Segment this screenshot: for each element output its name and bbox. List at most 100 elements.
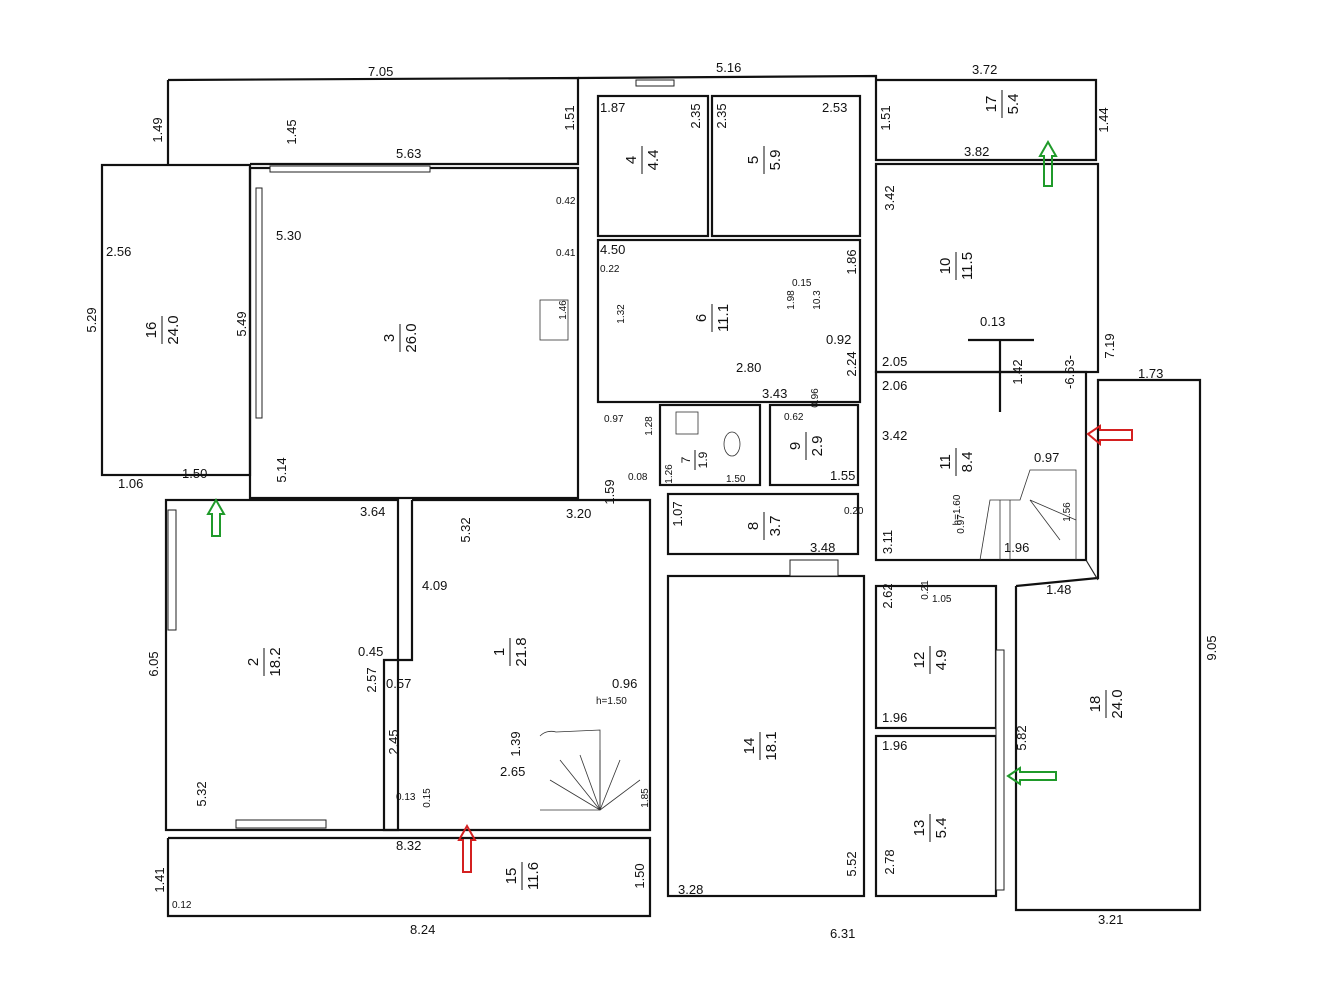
svg-text:18.1: 18.1 [763, 731, 780, 760]
dim-label: 5.63 [396, 146, 421, 161]
svg-text:3: 3 [381, 334, 398, 342]
dim-label: 2.56 [106, 244, 131, 259]
svg-text:17: 17 [983, 96, 1000, 113]
dim-label: 2.80 [736, 360, 761, 375]
green-arrow-icon [206, 497, 226, 537]
dim-label: 1.28 [644, 416, 655, 436]
dim-label: 4.09 [422, 578, 447, 593]
svg-text:11.5: 11.5 [959, 252, 976, 280]
green-arrow-icon [1006, 766, 1057, 786]
dim-label: -6.63- [1062, 355, 1077, 389]
svg-text:16: 16 [143, 322, 160, 339]
svg-text:8.4: 8.4 [959, 452, 976, 473]
dim-label: 5.29 [84, 307, 99, 332]
room-label-11: 11 8.4 [937, 448, 976, 476]
svg-text:3.7: 3.7 [767, 516, 784, 537]
dim-label: 3.20 [566, 506, 591, 521]
room-label-14: 14 18.1 [741, 731, 780, 760]
dim-label: 3.48 [810, 540, 835, 555]
dim-label: 0.12 [172, 900, 192, 911]
dim-label: 1.98 [786, 290, 797, 310]
room-label-6: 6 11.1 [693, 304, 732, 332]
dim-label: 0.45 [358, 644, 383, 659]
dim-label: 0.62 [784, 412, 804, 423]
svg-text:18.2: 18.2 [267, 647, 284, 676]
room-label-17: 17 5.4 [983, 90, 1022, 118]
svg-text:11: 11 [937, 454, 954, 470]
room-label-15: 15 11.6 [503, 862, 542, 890]
dim-label: 5.30 [276, 228, 301, 243]
svg-text:2.9: 2.9 [809, 436, 826, 457]
dim-label: 8.32 [396, 838, 421, 853]
dim-label: 1.51 [562, 105, 577, 130]
dim-label: 1.96 [1004, 540, 1029, 555]
dim-label: 5.49 [234, 311, 249, 336]
dim-label: 1.46 [558, 300, 569, 320]
dim-label: 0.22 [600, 264, 620, 275]
room-label-12: 12 4.9 [911, 646, 950, 674]
svg-text:14: 14 [741, 738, 758, 755]
room-label-4: 4 4.4 [623, 146, 662, 174]
svg-text:18: 18 [1087, 696, 1104, 713]
room-label-13: 13 5.4 [911, 814, 950, 842]
dim-label: 7.05 [368, 64, 393, 79]
dim-label: 0.97 [956, 514, 967, 534]
dim-label: 1.42 [1010, 359, 1025, 384]
dim-label: 1.55 [830, 468, 855, 483]
room-label-3: 3 26.0 [381, 323, 420, 352]
svg-text:7: 7 [679, 456, 693, 463]
walls [100, 74, 1202, 918]
dim-label: 1.50 [632, 863, 647, 888]
green-arrow-icon [1038, 139, 1058, 187]
room-label-18: 18 24.0 [1087, 689, 1126, 718]
svg-text:2: 2 [245, 658, 262, 666]
dim-label: 2.35 [688, 103, 703, 128]
svg-text:11.1: 11.1 [715, 304, 732, 332]
dim-label: 0.57 [386, 676, 411, 691]
svg-text:24.0: 24.0 [165, 315, 182, 344]
room-label-7: 7 1.9 [679, 450, 710, 470]
dim-label: 1.32 [616, 304, 627, 324]
dim-label: 3.11 [880, 530, 895, 554]
dim-label: 2.78 [882, 849, 897, 874]
dim-label: h=1.50 [596, 696, 627, 707]
dim-label: 2.57 [364, 667, 379, 692]
dim-label: 5.82 [1014, 725, 1029, 750]
dim-label: 1.06 [118, 476, 143, 491]
svg-text:4: 4 [623, 156, 640, 164]
room-labels: 1 21.8 2 18.2 3 26.0 4 4.4 5 5.9 6 11.1 [143, 90, 1126, 890]
svg-text:15: 15 [503, 868, 520, 885]
dim-label: 6.31 [830, 926, 855, 941]
dim-label: 1.73 [1138, 366, 1163, 381]
dim-label: 6.05 [146, 651, 161, 676]
dim-label: 10.3 [812, 290, 823, 310]
dim-label: 1.96 [882, 710, 907, 725]
svg-text:5.4: 5.4 [933, 818, 950, 839]
svg-text:9: 9 [787, 442, 804, 450]
room-label-9: 9 2.9 [787, 432, 826, 460]
dimension-labels: 7.05 5.16 3.72 1.87 2.53 3.82 5.63 2.56 … [84, 60, 1219, 941]
svg-text:1: 1 [491, 648, 508, 656]
svg-text:12: 12 [911, 652, 928, 669]
dim-label: 1.45 [284, 119, 299, 144]
dim-label: 0.15 [422, 788, 433, 808]
dim-label: 0.41 [556, 248, 576, 259]
dim-label: 1.59 [602, 479, 617, 504]
svg-text:26.0: 26.0 [403, 323, 420, 352]
dim-label: 2.35 [714, 103, 729, 128]
dim-label: 1.05 [932, 594, 952, 605]
dim-label: 3.28 [678, 882, 703, 897]
dim-label: 1.56 [1062, 502, 1073, 522]
dim-label: 5.14 [274, 457, 289, 482]
dim-label: 3.82 [964, 144, 989, 159]
dim-label: 3.72 [972, 62, 997, 77]
dim-label: 0.20 [844, 506, 864, 517]
dim-label: 1.96 [882, 738, 907, 753]
room-label-10: 10 11.5 [937, 252, 976, 280]
room-label-16: 16 24.0 [143, 315, 182, 344]
dim-label: 9.05 [1204, 635, 1219, 660]
dim-label: 5.32 [194, 781, 209, 806]
svg-text:13: 13 [911, 820, 928, 837]
svg-text:5: 5 [745, 156, 762, 164]
svg-text:8: 8 [745, 522, 762, 530]
